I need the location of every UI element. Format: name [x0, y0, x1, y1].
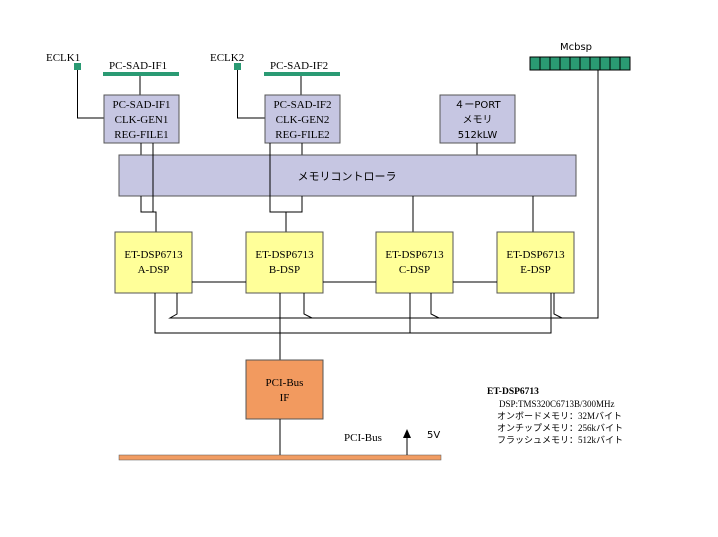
svg-text:メモリコントローラ: メモリコントローラ [298, 170, 397, 183]
mcbsp-connector [529, 56, 631, 71]
dsp-spec-note: ET-DSP6713 DSP:TMS320C6713B/300MHz オンボード… [487, 386, 623, 446]
dsp-b: ET-DSP6713 B-DSP [245, 231, 324, 294]
eclk1-label: ECLK1 [46, 52, 80, 64]
svg-text:ET-DSP6713: ET-DSP6713 [255, 249, 314, 261]
spec-title: ET-DSP6713 [487, 387, 539, 397]
spec-line: フラッシュメモリ：512kバイト [497, 435, 624, 445]
dsp-a: ET-DSP6713 A-DSP [114, 231, 193, 294]
svg-text:E-DSP: E-DSP [520, 264, 551, 276]
power-arrow-icon [403, 429, 411, 455]
svg-text:メモリ: メモリ [463, 115, 493, 126]
memory-controller: メモリコントローラ [118, 154, 577, 197]
sad-if1-block: PC-SAD-IF1 CLK-GEN1 REG-FILE1 [103, 94, 180, 144]
pci-bus [118, 454, 442, 461]
sad-if1-bus-label: PC-SAD-IF1 [109, 60, 167, 72]
sad-if2-bus-label: PC-SAD-IF2 [270, 60, 328, 72]
svg-text:PC-SAD-IF1: PC-SAD-IF1 [112, 99, 170, 111]
dsp-interconnect [154, 293, 568, 334]
spec-line: オンボードメモリ：32Mバイト [497, 411, 623, 421]
svg-text:CLK-GEN1: CLK-GEN1 [115, 114, 169, 126]
svg-text:４ーPORT: ４ーPORT [454, 100, 501, 111]
svg-text:B-DSP: B-DSP [269, 264, 300, 276]
dsp-c: ET-DSP6713 C-DSP [375, 231, 454, 294]
eclk1-terminal [74, 63, 81, 70]
power-label: 5V [427, 430, 440, 441]
pci-bus-if: PCI-Bus IF [245, 359, 324, 420]
pci-bus-label: PCI-Bus [344, 432, 382, 444]
svg-text:IF: IF [280, 392, 290, 404]
svg-text:ET-DSP6713: ET-DSP6713 [506, 249, 565, 261]
sad-if1-bus [103, 72, 179, 76]
svg-text:CLK-GEN2: CLK-GEN2 [276, 114, 330, 126]
sad-if2-block: PC-SAD-IF2 CLK-GEN2 REG-FILE2 [264, 94, 341, 144]
spec-line: DSP:TMS320C6713B/300MHz [499, 399, 615, 409]
svg-text:REG-FILE2: REG-FILE2 [275, 129, 329, 141]
sad-if2-bus [264, 72, 340, 76]
mcbsp-label: Mcbsp [560, 42, 592, 53]
svg-text:ET-DSP6713: ET-DSP6713 [124, 249, 183, 261]
svg-text:512kLW: 512kLW [458, 130, 498, 141]
svg-text:A-DSP: A-DSP [138, 264, 170, 276]
port-memory-block: ４ーPORT メモリ 512kLW [439, 94, 516, 144]
eclk2-label: ECLK2 [210, 52, 244, 64]
spec-line: オンチップメモリ：256kバイト [497, 423, 624, 433]
svg-text:ET-DSP6713: ET-DSP6713 [385, 249, 444, 261]
eclk2-terminal [234, 63, 241, 70]
svg-text:C-DSP: C-DSP [399, 264, 430, 276]
svg-text:PC-SAD-IF2: PC-SAD-IF2 [273, 99, 331, 111]
dsp-e: ET-DSP6713 E-DSP [496, 231, 575, 294]
svg-text:PCI-Bus: PCI-Bus [266, 377, 304, 389]
svg-text:REG-FILE1: REG-FILE1 [114, 129, 168, 141]
